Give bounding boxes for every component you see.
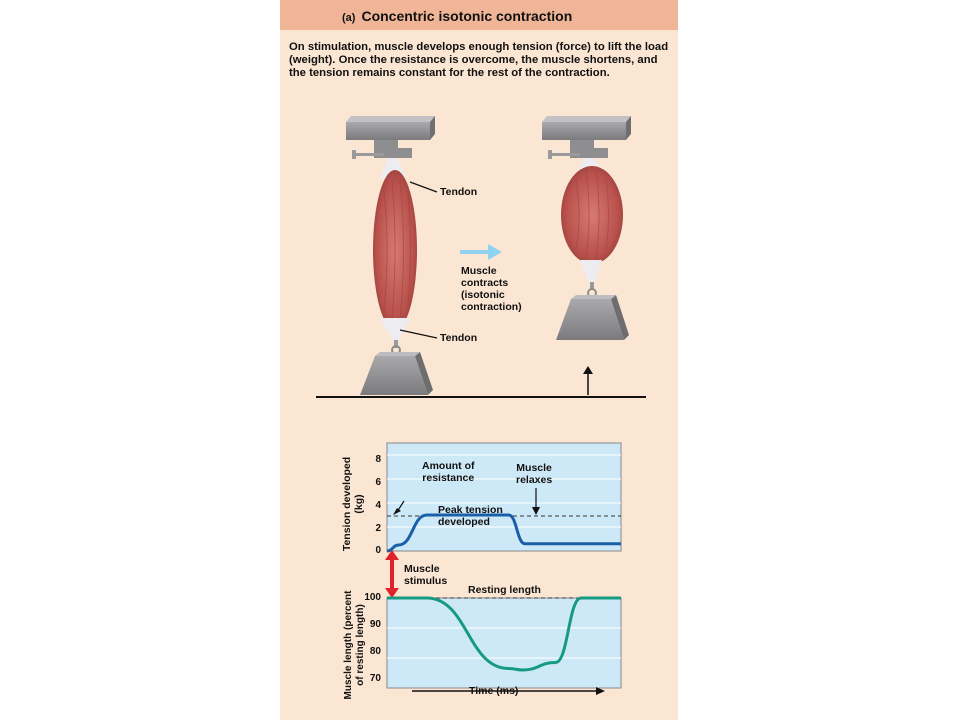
length-tick: 70 (369, 673, 381, 684)
relaxes-annotation: Muscle relaxes (516, 462, 552, 486)
length-curve (387, 596, 621, 672)
tendon-label-bottom: Tendon (440, 332, 478, 344)
muscle-illustration (316, 116, 646, 398)
peak-annotation: Peak tension developed (438, 504, 503, 528)
length-gridlines (387, 627, 621, 659)
annotation-line: Peak tension (438, 504, 503, 516)
top-clamp-left (346, 122, 430, 140)
title-bar (280, 0, 678, 30)
tension-tick: 8 (375, 454, 381, 465)
tension-gridlines (387, 454, 621, 528)
tension-tick: 2 (375, 523, 381, 534)
tension-tick: 4 (375, 500, 381, 511)
tension-tick: 6 (375, 477, 381, 488)
top-clamp-right (542, 122, 626, 140)
tendon-label-top: Tendon (440, 186, 478, 198)
length-y-label-line1: Muscle length (percent (343, 590, 354, 700)
tension-plot-area (386, 442, 622, 552)
tension-curve (386, 513, 621, 553)
length-tick: 90 (369, 619, 381, 630)
figure-title: (a) Concentric isotonic contraction (342, 8, 572, 24)
tension-tick: 0 (375, 545, 381, 556)
figure-description: On stimulation, muscle develops enough t… (289, 41, 669, 79)
caption-line: Muscle (461, 265, 497, 277)
contracted-muscle-apparatus (542, 116, 631, 340)
stimulus-label: Muscle stimulus (404, 563, 447, 587)
weight-left (360, 356, 428, 395)
bottom-tendon-left (380, 318, 410, 340)
time-axis-label: Time (ms) (469, 685, 519, 697)
caption-line: (isotonic (461, 289, 505, 301)
caption-line: contraction) (461, 301, 522, 313)
annotation-line: relaxes (516, 474, 553, 486)
resting-muscle-apparatus (346, 116, 435, 395)
annotation-line: resistance (422, 472, 475, 484)
stimulus-line: stimulus (404, 575, 448, 587)
stimulus-arrow (385, 550, 399, 598)
resting-length-label: Resting length (468, 584, 541, 596)
title-text: Concentric isotonic contraction (361, 8, 573, 24)
panel-tag: (a) (342, 12, 356, 24)
length-y-label-line2: of resting length) (355, 604, 366, 686)
caption-line: contracts (461, 277, 509, 289)
length-y-label: Muscle length (percent of resting length… (343, 580, 367, 710)
weight-right (556, 299, 624, 340)
annotation-line: Muscle (516, 462, 552, 474)
contraction-arrow (460, 244, 502, 260)
length-plot-area (386, 597, 622, 689)
arrow-caption: Muscle contracts (isotonic contraction) (461, 265, 522, 313)
annotation-line: developed (438, 516, 490, 528)
length-tick: 80 (369, 646, 381, 657)
resistance-annotation: Amount of resistance (422, 460, 475, 484)
annotation-line: Amount of (422, 460, 475, 472)
length-tick: 100 (364, 592, 381, 603)
stimulus-line: Muscle (404, 563, 440, 575)
